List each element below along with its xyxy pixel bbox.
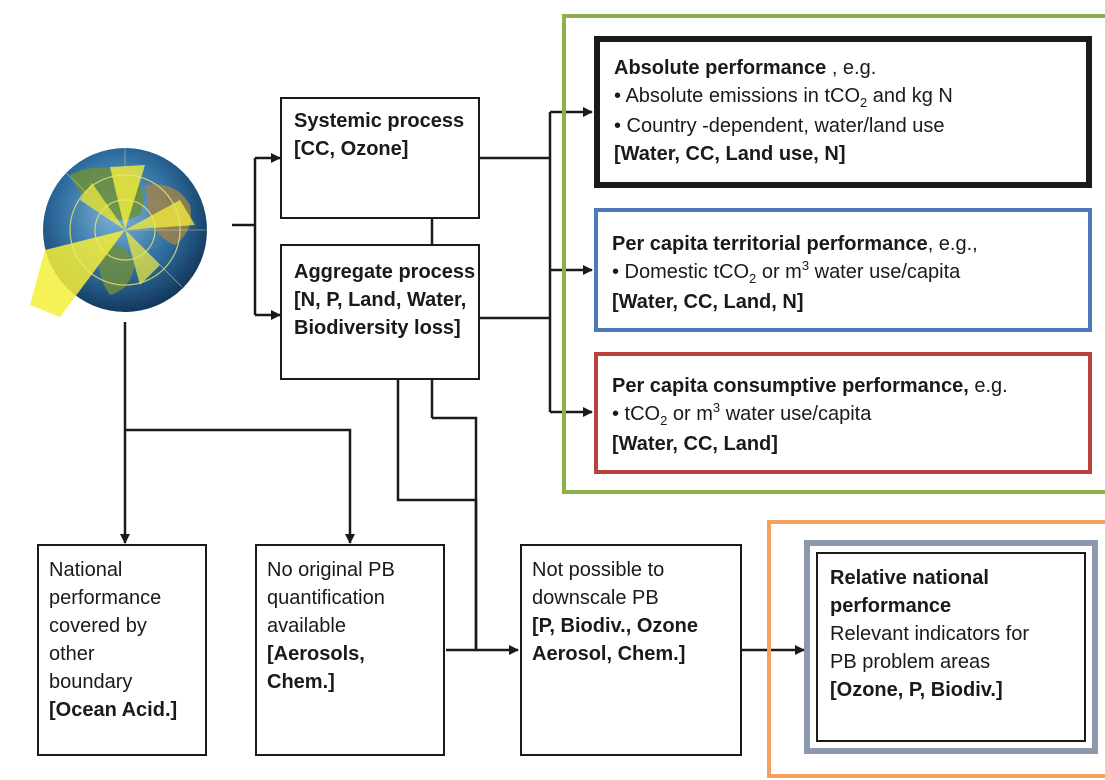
- consumptive-bullet-b: or m: [667, 403, 713, 425]
- no-original-line-3: available: [267, 615, 346, 637]
- relative-title-2: performance: [830, 595, 952, 617]
- relative-national-outer-box: Relative national performance Relevant i…: [804, 540, 1098, 754]
- systemic-process-box: Systemic process [CC, Ozone]: [280, 97, 480, 219]
- national-performance-box: National performance covered by other bo…: [37, 544, 207, 756]
- absolute-bullet2: • Country -dependent, water/land use: [614, 115, 945, 137]
- absolute-bullet1-sub: 2: [860, 95, 868, 110]
- territorial-bullet-sub: 2: [749, 271, 757, 286]
- systemic-title: Systemic process: [294, 110, 465, 132]
- not-possible-tags-1: [P, Biodiv., Ozone: [532, 615, 698, 637]
- not-possible-line-1: Not possible to: [532, 559, 665, 581]
- territorial-suffix: , e.g.,: [927, 233, 978, 255]
- no-original-line-2: quantification: [267, 587, 385, 609]
- aggregate-tags-2: Biodiversity loss]: [294, 317, 461, 339]
- consumptive-title: Per capita consumptive performance,: [612, 375, 969, 397]
- aggregate-tags-1: [N, P, Land, Water,: [294, 289, 467, 311]
- territorial-bullet-sup: 3: [801, 258, 810, 273]
- national-line-5: boundary: [49, 671, 133, 693]
- systemic-tags: [CC, Ozone]: [294, 138, 409, 160]
- aggregate-process-box: Aggregate process [N, P, Land, Water, Bi…: [280, 244, 480, 380]
- territorial-bullet-b: or m: [756, 261, 802, 283]
- territorial-title: Per capita territorial performance: [612, 233, 928, 255]
- absolute-title: Absolute performance: [614, 57, 827, 79]
- not-possible-downscale-box: Not possible to downscale PB [P, Biodiv.…: [520, 544, 742, 756]
- consumptive-bullet-sub: 2: [660, 413, 668, 428]
- not-possible-tags-2: Aerosol, Chem.]: [532, 643, 686, 665]
- consumptive-bullet-a: • tCO: [612, 403, 661, 425]
- national-tags: [Ocean Acid.]: [49, 699, 178, 721]
- no-original-pb-box: No original PB quantification available …: [255, 544, 445, 756]
- consumptive-performance-box: Per capita consumptive performance, e.g.…: [594, 352, 1092, 474]
- national-line-3: covered by: [49, 615, 147, 637]
- consumptive-bullet-c: water use/capita: [720, 403, 872, 425]
- consumptive-tags: [Water, CC, Land]: [612, 433, 778, 455]
- earth-globe-icon: [30, 148, 207, 317]
- absolute-suffix: , e.g.: [826, 57, 877, 79]
- relative-tags: [Ozone, P, Biodiv.]: [830, 679, 1003, 701]
- consumptive-bullet-sup: 3: [712, 400, 721, 415]
- no-original-tags-1: [Aerosols,: [267, 643, 365, 665]
- relative-line-1: Relevant indicators for: [830, 623, 1029, 645]
- relative-title-1: Relative national: [830, 567, 989, 589]
- territorial-bullet-a: • Domestic tCO: [612, 261, 750, 283]
- absolute-bullet1-b: and kg N: [867, 85, 953, 107]
- relative-national-inner-box: Relative national performance Relevant i…: [816, 552, 1086, 742]
- absolute-tags: [Water, CC, Land use, N]: [614, 143, 846, 165]
- national-line-1: National: [49, 559, 123, 581]
- aggregate-title: Aggregate process: [294, 261, 476, 283]
- relative-line-2: PB problem areas: [830, 651, 991, 673]
- absolute-performance-box: Absolute performance , e.g. • Absolute e…: [594, 36, 1092, 188]
- territorial-performance-box: Per capita territorial performance, e.g.…: [594, 208, 1092, 332]
- consumptive-suffix: e.g.: [968, 375, 1008, 397]
- globe-to-no-original-line: [125, 428, 355, 544]
- absolute-bullet1-a: • Absolute emissions in tCO: [614, 85, 860, 107]
- relative-frame-orange: [767, 520, 1105, 778]
- territorial-frame-green: [562, 14, 1105, 494]
- national-line-2: performance: [49, 587, 162, 609]
- territorial-bullet-c: water use/capita: [809, 261, 961, 283]
- territorial-tags: [Water, CC, Land, N]: [612, 291, 804, 313]
- not-possible-line-2: downscale PB: [532, 587, 659, 609]
- no-original-tags-2: Chem.]: [267, 671, 335, 693]
- no-original-line-1: No original PB: [267, 559, 395, 581]
- national-line-4: other: [49, 643, 95, 665]
- aggregate-to-not-possible-line-3: [432, 416, 478, 650]
